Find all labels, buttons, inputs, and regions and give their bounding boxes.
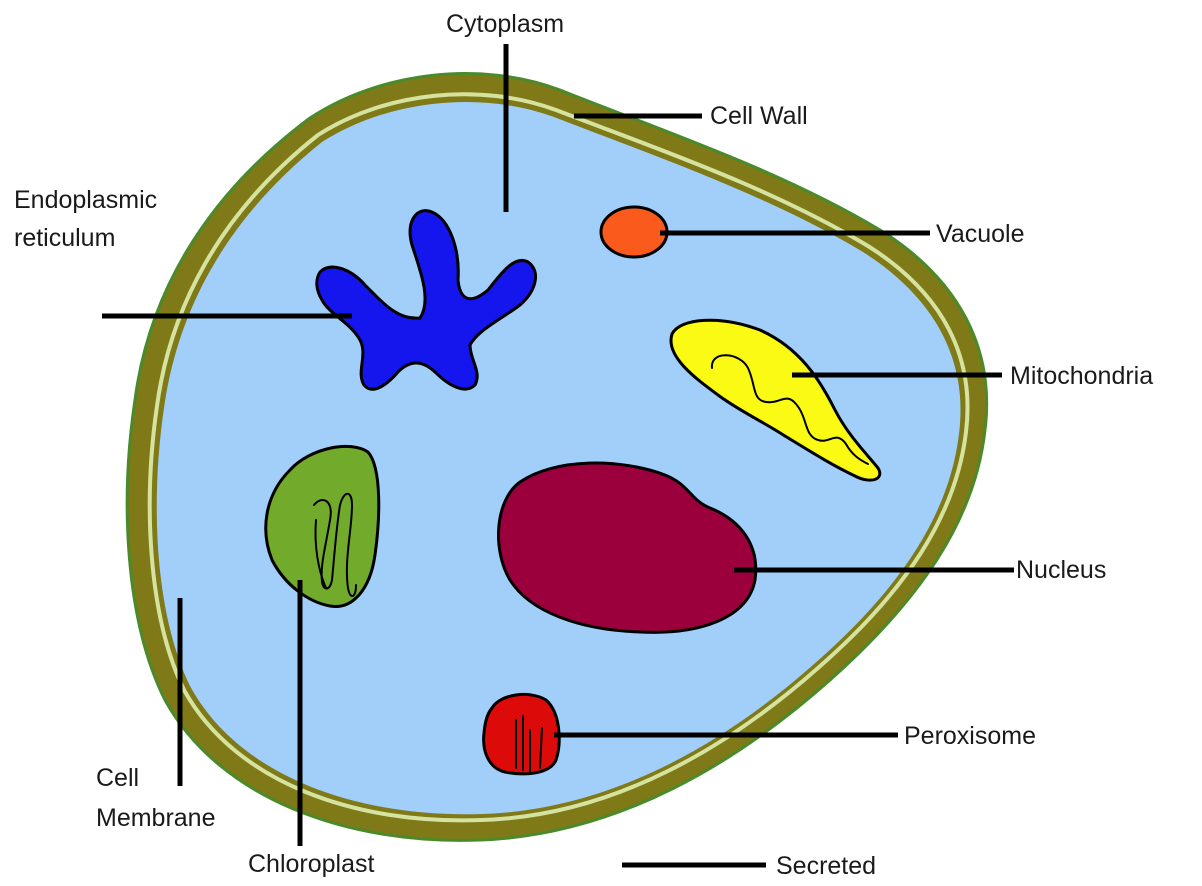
peroxisome-shape — [484, 694, 560, 773]
label-secreted: Secreted — [776, 852, 876, 880]
label-chloroplast: Chloroplast — [248, 850, 375, 878]
label-cytoplasm: Cytoplasm — [446, 10, 564, 38]
label-nucleus: Nucleus — [1016, 556, 1106, 584]
vacuole-shape — [601, 207, 667, 257]
label-endoplasmic-reticulum-line1: Endoplasmic — [14, 186, 157, 214]
label-peroxisome: Peroxisome — [904, 722, 1036, 750]
label-cell-membrane-line2: Membrane — [96, 804, 216, 832]
label-endoplasmic-reticulum-line2: reticulum — [14, 224, 115, 252]
label-cell-membrane-line1: Cell — [96, 764, 139, 792]
label-cell-wall: Cell Wall — [710, 102, 808, 130]
label-mitochondria: Mitochondria — [1010, 362, 1153, 390]
label-vacuole: Vacuole — [936, 220, 1025, 248]
